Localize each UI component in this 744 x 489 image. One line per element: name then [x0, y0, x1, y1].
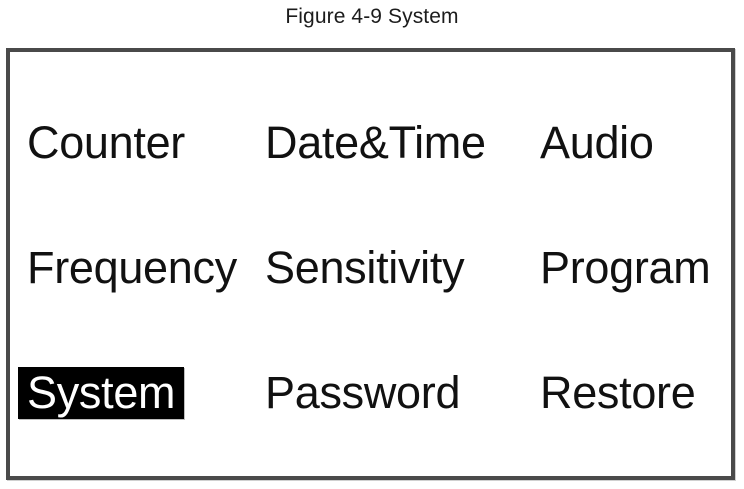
menu-item-password[interactable]: Password: [265, 367, 461, 418]
menu-row: System Password Restore: [10, 362, 731, 424]
menu-item-restore[interactable]: Restore: [540, 367, 696, 418]
menu-item-frequency[interactable]: Frequency: [27, 242, 237, 293]
menu-item-counter[interactable]: Counter: [27, 117, 185, 168]
menu-item-system[interactable]: System: [18, 367, 185, 419]
menu-item-program[interactable]: Program: [540, 242, 711, 293]
menu-row: Counter Date&Time Audio: [10, 112, 731, 174]
menu-item-date-time[interactable]: Date&Time: [265, 117, 486, 168]
menu-grid: Counter Date&Time Audio Frequency Sensit…: [10, 52, 731, 476]
menu-item-audio[interactable]: Audio: [540, 117, 654, 168]
figure-caption: Figure 4-9 System: [285, 5, 459, 28]
menu-item-sensitivity[interactable]: Sensitivity: [265, 242, 465, 293]
device-screen-frame: Counter Date&Time Audio Frequency Sensit…: [6, 48, 735, 480]
menu-row: Frequency Sensitivity Program: [10, 237, 731, 299]
